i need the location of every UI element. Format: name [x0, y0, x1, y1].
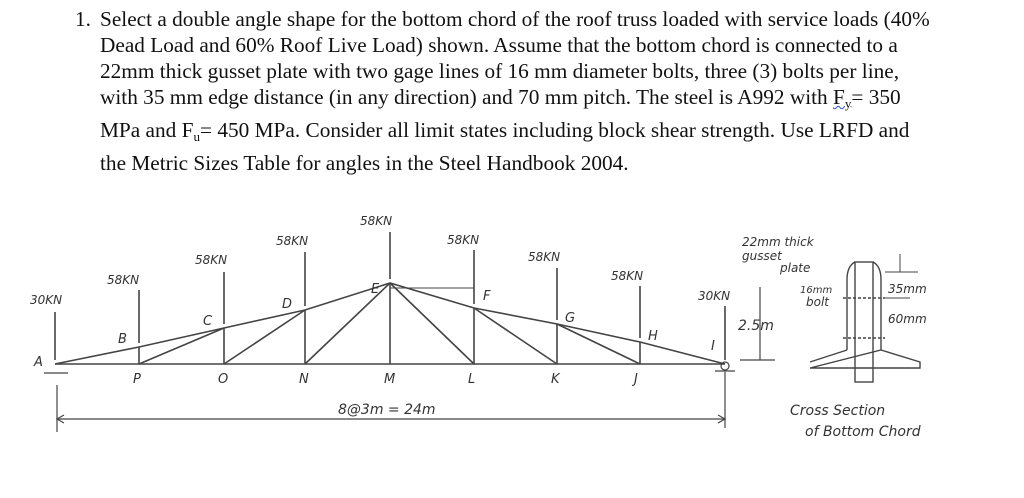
problem-line-5: MPa and Fu= 450 MPa. Consider all limit … [100, 118, 910, 144]
cross-section-labels: 22mm thick gusset plate 16mm bolt 35mm 6… [742, 235, 927, 440]
load-label-g: 58KN [528, 250, 560, 264]
problem-number: 1. [75, 7, 91, 31]
problem-line-4: with 35 mm edge distance (in any directi… [100, 85, 901, 111]
svg-text:35mm: 35mm [888, 282, 927, 296]
fu-symbol: Fu [181, 118, 200, 144]
cross-section-drawing [809, 254, 921, 383]
svg-text:A: A [33, 355, 43, 370]
svg-text:K: K [551, 372, 561, 387]
svg-text:of Bottom Chord: of Bottom Chord [805, 424, 921, 440]
load-label-f: 58KN [447, 233, 479, 247]
svg-text:F: F [483, 289, 491, 304]
svg-text:B: B [118, 332, 127, 347]
problem-line-2: Dead Load and 60% Roof Live Load) shown.… [100, 33, 898, 57]
load-label-b: 58KN [107, 273, 139, 287]
svg-text:gusset: gusset [742, 249, 783, 263]
svg-text:E: E [371, 282, 380, 297]
svg-text:M: M [384, 372, 395, 387]
svg-text:Cross Section: Cross Section [790, 403, 885, 419]
fy-symbol: Fy [833, 85, 852, 111]
load-label-h: 58KN [611, 269, 643, 283]
load-labels: 30KN 58KN 58KN 58KN 58KN 58KN 58KN 58KN … [30, 214, 730, 307]
load-label-i: 30KN [698, 289, 730, 303]
load-label-a: 30KN [30, 293, 62, 307]
svg-text:bolt: bolt [806, 295, 830, 309]
svg-text:D: D [282, 297, 292, 312]
svg-text:N: N [299, 372, 309, 387]
svg-text:60mm: 60mm [888, 312, 927, 326]
load-label-d: 58KN [276, 234, 308, 248]
svg-text:16mm: 16mm [800, 285, 832, 296]
height-dimension: 2.5m [738, 318, 774, 334]
load-label-c: 58KN [195, 253, 227, 267]
svg-text:H: H [648, 329, 658, 344]
svg-text:P: P [133, 372, 141, 387]
svg-text:G: G [565, 311, 575, 326]
svg-text:22mm thick: 22mm thick [742, 235, 815, 249]
problem-line-3: 22mm thick gusset plate with two gage li… [100, 59, 900, 83]
svg-text:plate: plate [779, 261, 810, 275]
span-dimension: 8@3m = 24m [338, 402, 436, 418]
svg-text:I: I [711, 339, 715, 354]
svg-text:O: O [218, 372, 228, 387]
svg-text:L: L [468, 372, 475, 387]
svg-text:C: C [203, 314, 213, 329]
node-labels: A B C D E F G H I P O N M L K J [33, 282, 715, 387]
problem-line-6: the Metric Sizes Table for angles in the… [100, 151, 629, 175]
svg-text:J: J [631, 372, 638, 387]
problem-line-1: Select a double angle shape for the bott… [100, 7, 930, 31]
load-label-e: 58KN [360, 214, 392, 228]
